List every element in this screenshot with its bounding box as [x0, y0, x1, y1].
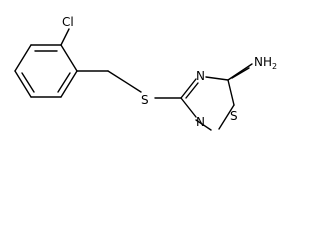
atom-label-nh2: NH2 [254, 55, 277, 71]
atom-label-s-ring: S [230, 109, 238, 123]
bond-ch2-s [107, 70, 142, 93]
thiadiazole-ring [180, 67, 250, 131]
structure-diagram: Cl S N N S NH2 [14, 15, 277, 131]
atom-label-n-top: N [196, 69, 205, 83]
bond [195, 119, 212, 131]
double-bond-inner [185, 82, 199, 99]
atom-label-cl: Cl [62, 15, 74, 29]
bond [180, 97, 197, 118]
bond-c-cl [60, 28, 70, 46]
bond [205, 76, 229, 81]
benzene-ring [14, 44, 78, 98]
atom-label-s-linker: S [141, 93, 149, 107]
bond [180, 78, 197, 99]
bond [14, 44, 32, 72]
double-bond-inner [21, 72, 35, 93]
bond [218, 104, 235, 130]
bond-c5-nh2 [227, 63, 253, 81]
bond [60, 44, 78, 72]
double-bond-inner [57, 72, 71, 93]
bond [60, 70, 78, 98]
structure-canvas: Cl S N N S NH2 [14, 15, 277, 131]
bond [14, 70, 32, 98]
amine-label: NH [254, 55, 272, 69]
amine-subscript: 2 [272, 62, 277, 71]
bond [227, 79, 235, 106]
atom-label-n-bottom: N [196, 115, 205, 129]
double-bond-inner [231, 67, 250, 79]
